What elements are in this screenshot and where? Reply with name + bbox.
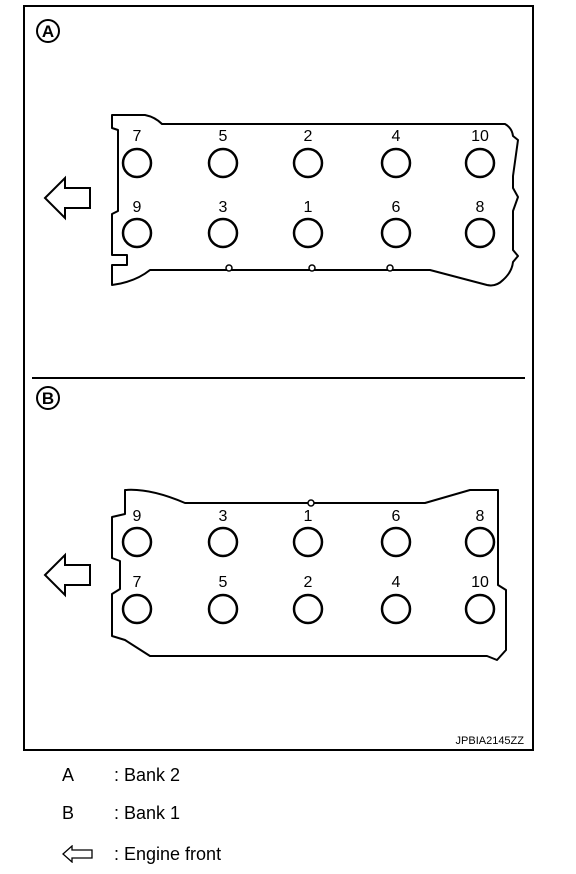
bolt-b-bottom-2: 5 xyxy=(207,574,239,625)
bolt-sequence-number: 8 xyxy=(476,199,485,216)
bolt-sequence-number: 1 xyxy=(304,199,313,216)
legend-key: B xyxy=(62,803,75,823)
bolt-sequence-number: 10 xyxy=(471,574,489,591)
bolt-sequence-number: 10 xyxy=(471,128,489,145)
bolt-sequence-number: 6 xyxy=(392,199,401,216)
legend-description: : Bank 1 xyxy=(114,803,181,823)
engine-front-arrow-icon xyxy=(43,175,91,221)
svg-text:B: B xyxy=(42,389,54,408)
bolt-sequence-number: 8 xyxy=(476,508,485,525)
legend-key: A xyxy=(62,765,75,785)
hollow-left-arrow-icon xyxy=(62,845,93,863)
bolt-a-top-4: 4 xyxy=(380,128,412,179)
figure-frame xyxy=(23,5,534,751)
bolt-a-bottom-5: 8 xyxy=(464,199,496,249)
bolt-sequence-number: 9 xyxy=(133,508,142,525)
bolt-a-top-3: 2 xyxy=(292,128,324,179)
bolt-b-top-3: 1 xyxy=(292,508,324,558)
bolt-sequence-number: 5 xyxy=(219,574,228,591)
bolt-sequence-number: 3 xyxy=(219,199,228,216)
bolt-sequence-number: 4 xyxy=(392,574,401,591)
cylinder-head-outline xyxy=(111,114,519,287)
bolt-sequence-number: 7 xyxy=(133,128,142,145)
bolt-b-bottom-3: 2 xyxy=(292,574,324,625)
legend-description: : Engine front xyxy=(114,844,222,864)
bolt-sequence-number: 2 xyxy=(304,128,313,145)
bolt-a-top-1: 7 xyxy=(121,128,153,179)
bolt-a-bottom-4: 6 xyxy=(380,199,412,249)
panel-badge-b: B xyxy=(36,386,60,410)
bolt-a-top-2: 5 xyxy=(207,128,239,179)
bolt-a-top-5: 10 xyxy=(464,128,496,179)
bolt-sequence-number: 3 xyxy=(219,508,228,525)
bolt-b-top-4: 6 xyxy=(380,508,412,558)
bolt-a-bottom-1: 9 xyxy=(121,199,153,249)
panel-bank-2: A 7 5 2 4 10 9 3 1 6 8 xyxy=(36,19,519,287)
bolt-sequence-number: 7 xyxy=(133,574,142,591)
bolt-b-bottom-4: 4 xyxy=(380,574,412,625)
bolt-b-top-1: 9 xyxy=(121,508,153,558)
bolt-sequence-number: 6 xyxy=(392,508,401,525)
legend-description: : Bank 2 xyxy=(114,765,181,785)
bolt-sequence-number: 5 xyxy=(219,128,228,145)
svg-text:A: A xyxy=(42,22,54,41)
panel-bank-1: B 9 3 1 6 8 7 5 2 4 10 xyxy=(36,386,507,661)
bolt-b-top-2: 3 xyxy=(207,508,239,558)
bolt-sequence-number: 1 xyxy=(304,508,313,525)
bolt-b-bottom-5: 10 xyxy=(464,574,496,625)
bolt-a-bottom-2: 3 xyxy=(207,199,239,249)
bolt-b-top-5: 8 xyxy=(464,508,496,558)
bolt-sequence-number: 9 xyxy=(133,199,142,216)
bolt-sequence-number: 2 xyxy=(304,574,313,591)
bolt-b-bottom-1: 7 xyxy=(121,574,153,625)
figure-reference-code: JPBIA2145ZZ xyxy=(456,735,525,747)
bolt-a-bottom-3: 1 xyxy=(292,199,324,249)
engine-front-arrow-icon xyxy=(43,552,91,598)
bolt-sequence-number: 4 xyxy=(392,128,401,145)
panel-badge-a: A xyxy=(36,19,60,43)
